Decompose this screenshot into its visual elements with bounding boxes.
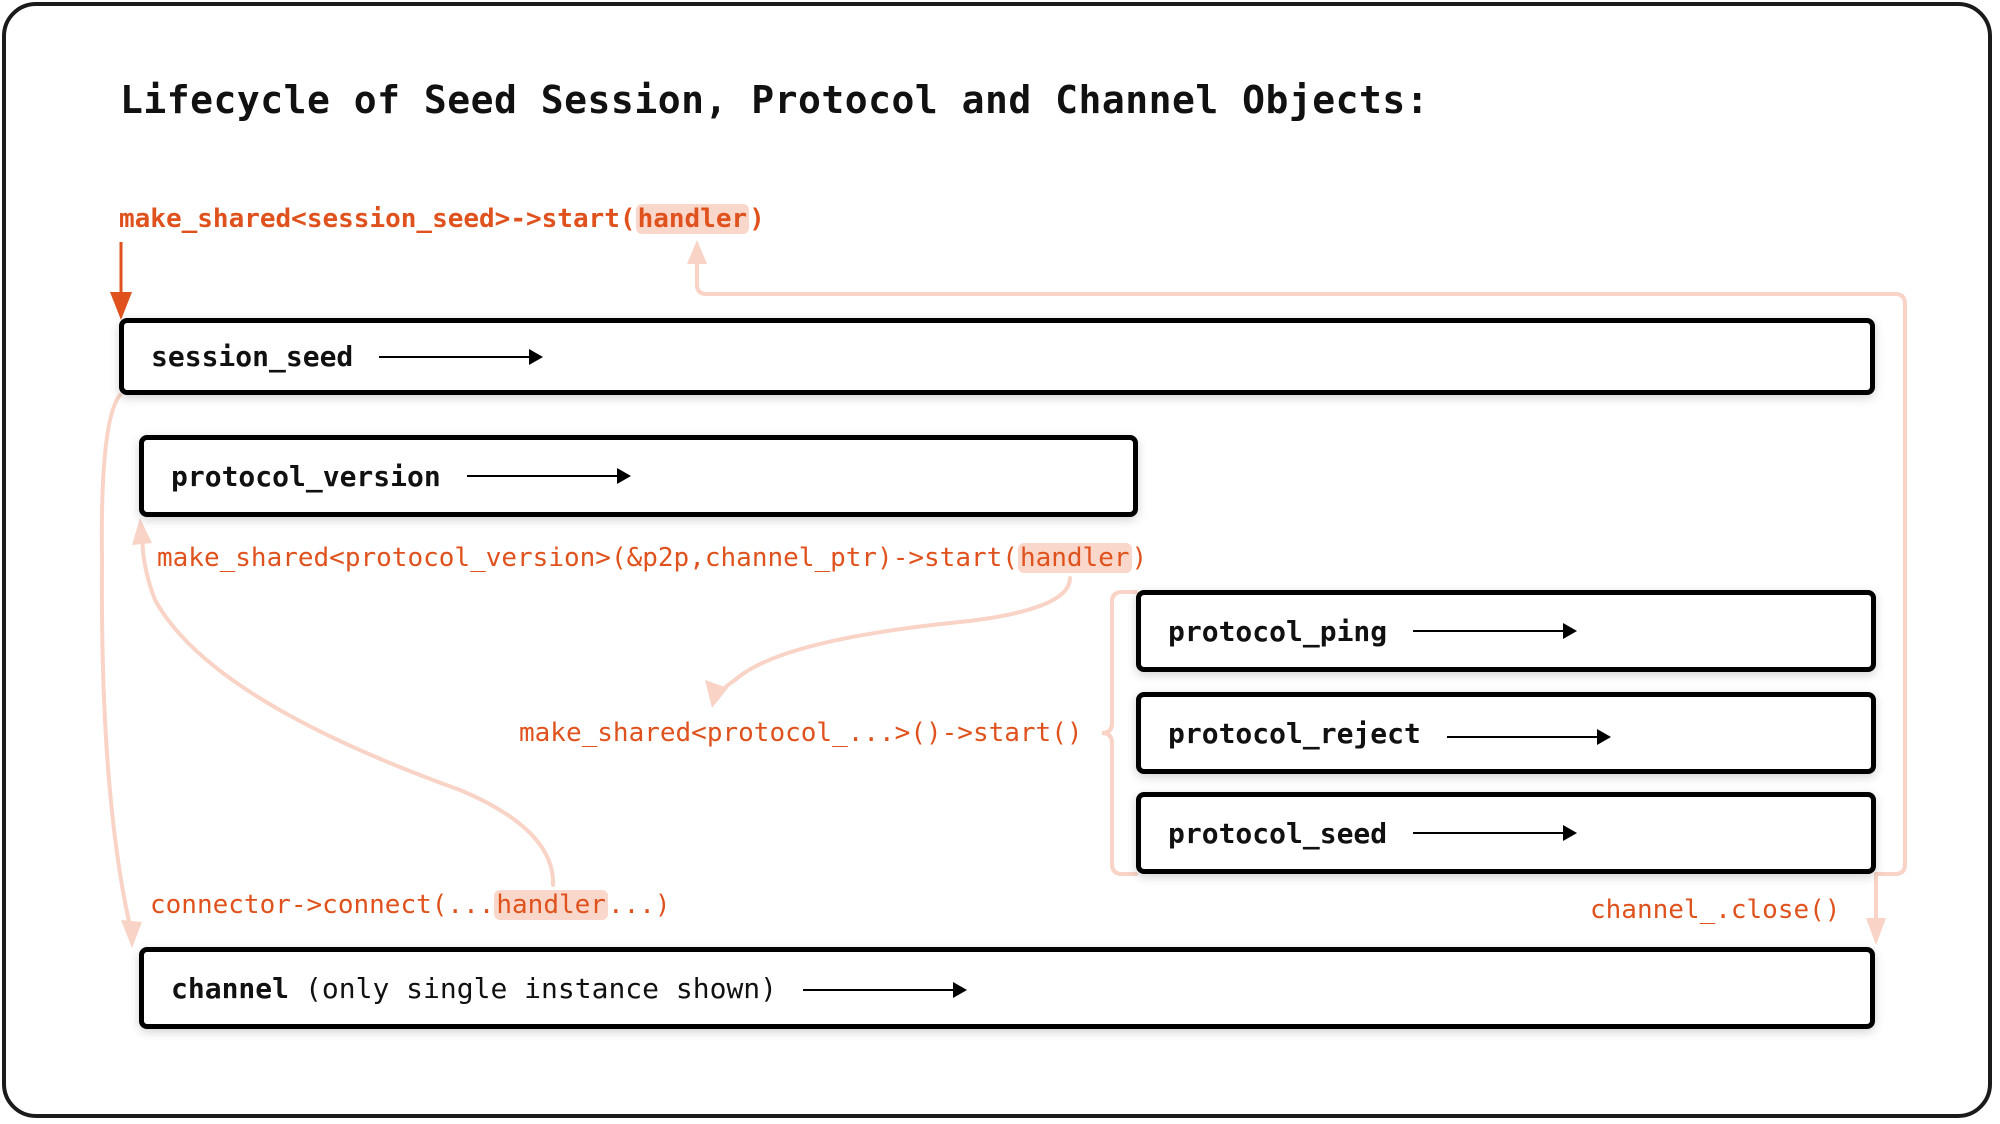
code-text: ): [1131, 543, 1148, 573]
box-label: protocol_ping: [1168, 614, 1388, 648]
code-text: connector->connect(...: [150, 890, 495, 920]
protocol-version-annotation: make_shared<protocol_version>(&p2p,chann…: [157, 543, 1147, 573]
channel-close-annotation: channel_.close(): [1590, 895, 1841, 925]
session-seed-box: session_seed: [119, 318, 1875, 395]
lifetime-arrow-icon: [466, 468, 631, 484]
box-label: protocol_reject: [1168, 716, 1421, 750]
session-start-annotation: make_shared<session_seed>->start(handler…: [119, 204, 765, 234]
box-note: (only single instance shown): [305, 971, 778, 1005]
protocol-generic-annotation: make_shared<protocol_...>()->start(): [519, 718, 1083, 748]
lifetime-arrow-icon: [1446, 729, 1611, 745]
box-label: session_seed: [151, 340, 354, 373]
lifetime-arrow-icon: [803, 982, 968, 998]
box-label: protocol_version: [171, 459, 441, 493]
channel-box: channel (only single instance shown): [139, 947, 1875, 1029]
code-text: ): [749, 204, 765, 234]
handler-highlight: handler: [635, 204, 750, 234]
lifetime-arrow-icon: [1413, 825, 1578, 841]
protocol-reject-box: protocol_reject: [1136, 692, 1876, 774]
code-text: ...): [607, 890, 671, 920]
handler-highlight: handler: [1017, 543, 1132, 573]
lifetime-arrow-icon: [1413, 623, 1578, 639]
protocol-version-box: protocol_version: [139, 435, 1138, 517]
connector-annotation: connector->connect(...handler...): [150, 890, 671, 920]
diagram-title: Lifecycle of Seed Session, Protocol and …: [120, 78, 1430, 122]
lifetime-arrow-icon: [379, 348, 544, 365]
box-label: channel: [171, 971, 290, 1005]
handler-highlight: handler: [494, 890, 608, 920]
protocol-seed-box: protocol_seed: [1136, 792, 1876, 874]
protocol-ping-box: protocol_ping: [1136, 590, 1876, 672]
code-text: make_shared<protocol_version>(&p2p,chann…: [157, 543, 1018, 573]
code-text: make_shared<session_seed>->start(: [119, 204, 636, 234]
box-label: protocol_seed: [1168, 816, 1388, 850]
